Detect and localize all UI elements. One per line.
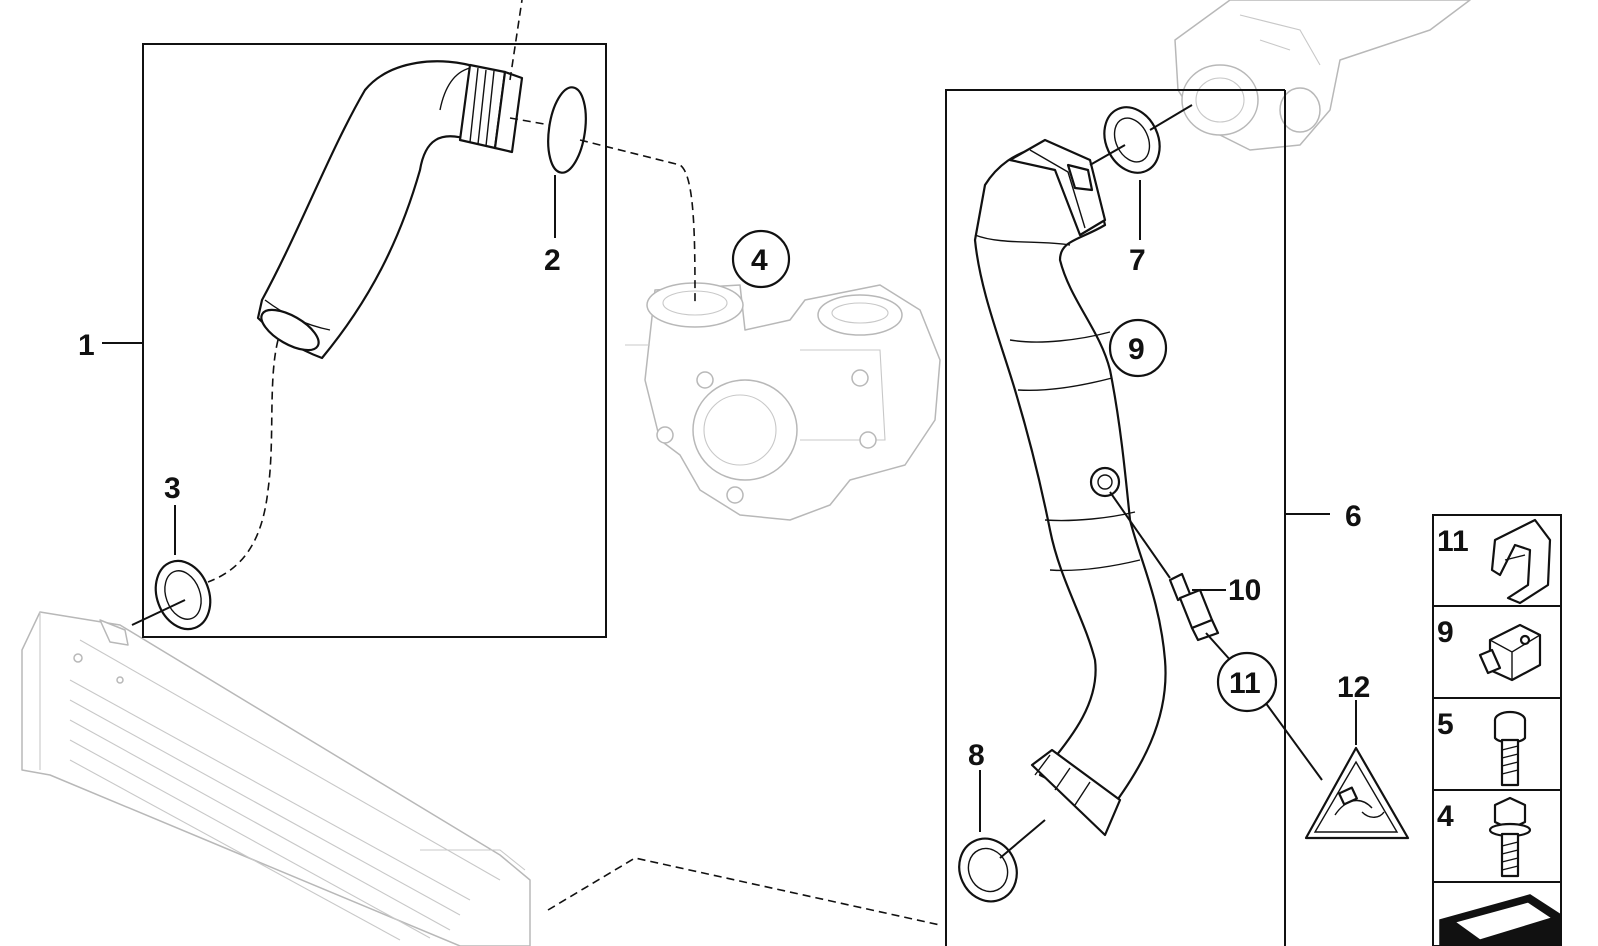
callouts: 1 2 3 4 6 7 8 9 10 11 12 [78,229,1370,772]
turbocharger-ghost [625,282,941,521]
clip-icon [1490,518,1552,605]
leader-lines [102,0,1357,926]
callout-9: 9 [1128,333,1145,366]
intercooler-ghost [21,611,531,946]
nut-icon [1478,623,1542,682]
charge-hose-left [256,60,524,360]
callout-4-circle [731,229,791,289]
callout-6: 6 [1345,500,1362,533]
callout-3: 3 [164,472,181,505]
legend-label-4: 4 [1437,800,1454,833]
bolt-icon [1493,710,1527,787]
group-frame-left [142,43,607,638]
seal-ring-8 [958,837,1018,903]
callout-1: 1 [78,329,95,362]
callout-11-circle [1216,651,1278,713]
charge-hose-right [973,138,1167,837]
group-frame-right [945,89,1286,946]
callout-4: 4 [751,244,768,277]
callout-9-circle [1108,318,1168,378]
callout-8: 8 [968,739,985,772]
legend-panel: 11 9 5 4 [1432,514,1562,946]
hex-bolt-icon [1488,796,1532,878]
seal-ring-2 [547,86,587,174]
callout-10: 10 [1228,574,1261,607]
warning-label-12 [1304,746,1410,840]
callout-12: 12 [1337,671,1370,704]
legend-label-1: 11 [1437,525,1469,558]
callout-11: 11 [1229,667,1261,700]
seal-ring-3 [154,559,212,631]
callout-2: 2 [544,244,561,277]
seal-ring-7 [1103,106,1161,174]
intake-manifold-ghost [1174,0,1471,151]
legend-label-3: 5 [1437,708,1454,741]
shim-icon [1439,894,1562,946]
sensor-10 [1168,572,1220,642]
legend-label-2: 9 [1437,616,1454,649]
callout-7: 7 [1129,244,1146,277]
